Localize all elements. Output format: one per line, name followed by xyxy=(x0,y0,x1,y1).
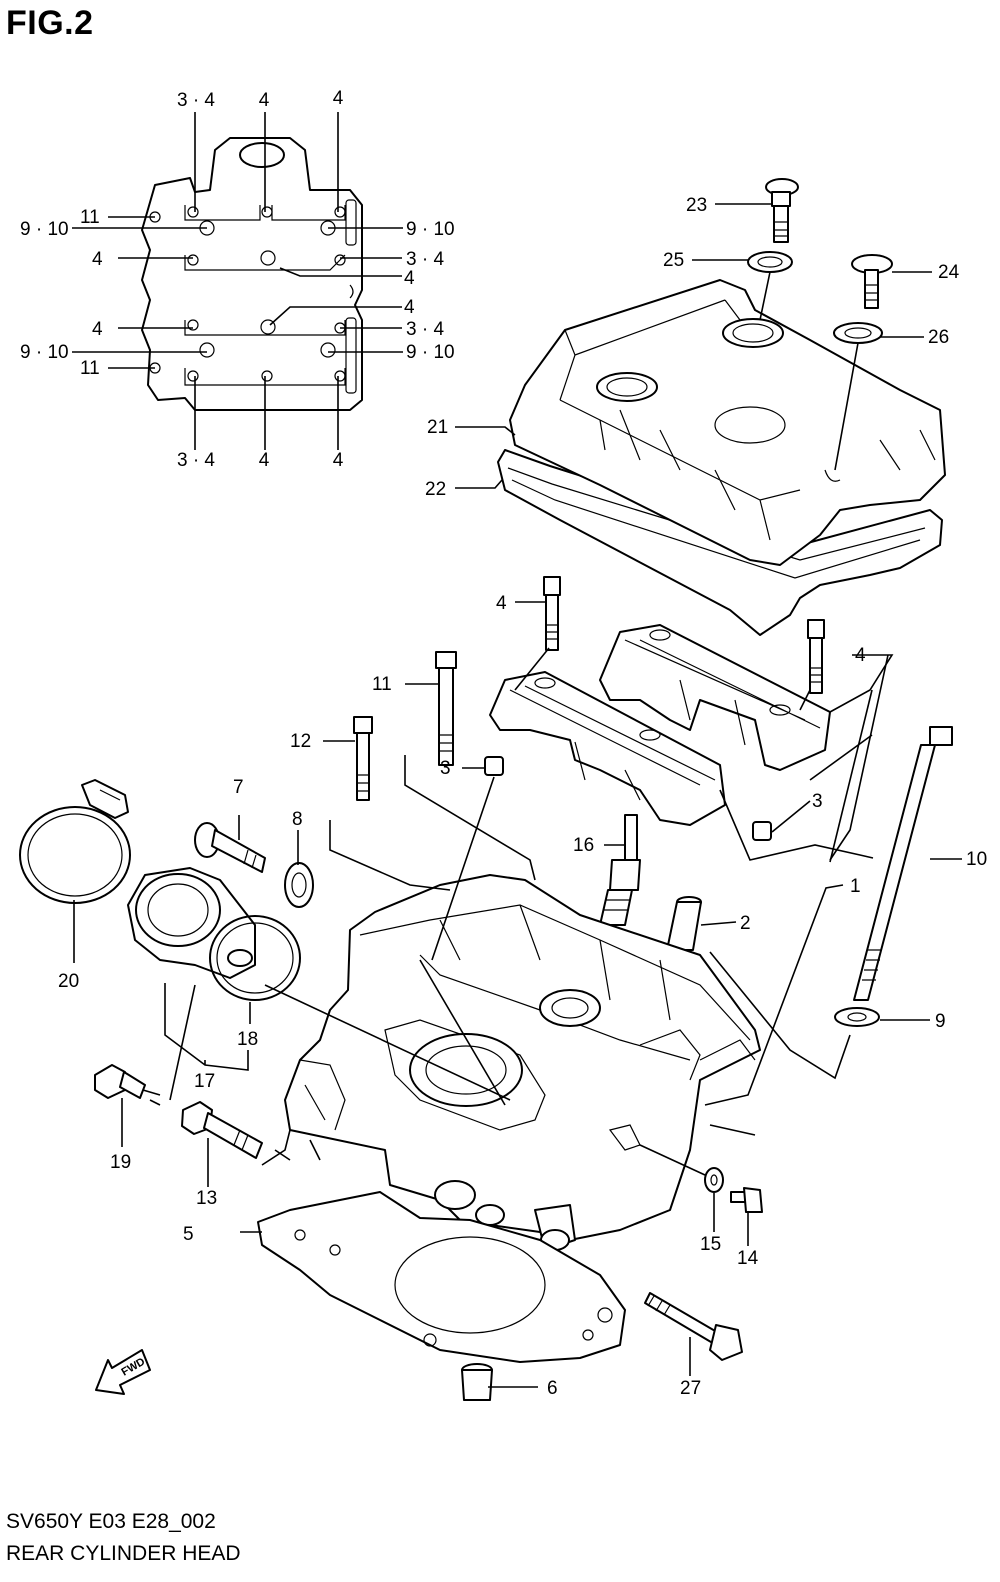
bolt-14 xyxy=(730,1187,763,1213)
inset-label-right-2: 3 · 4 xyxy=(406,249,444,270)
callout-16: 16 xyxy=(573,835,594,856)
inset-label-top-left: 3 · 4 xyxy=(177,90,215,111)
inset-label-left-6: 11 xyxy=(80,358,100,379)
callout-4-left: 4 xyxy=(496,593,507,614)
callout-19: 19 xyxy=(110,1152,131,1173)
cylinder-head xyxy=(284,874,761,1251)
spark-plug-16 xyxy=(599,814,641,926)
inset-label-left-5: 9 · 10 xyxy=(20,342,69,363)
camshaft-holder-bolt-left xyxy=(543,576,561,651)
bolt-13 xyxy=(181,1101,263,1159)
callout-18: 18 xyxy=(237,1029,258,1050)
long-bolt-11 xyxy=(435,651,457,766)
inset-label-right-1: 9 · 10 xyxy=(406,219,455,240)
callout-numbers: 23 25 24 26 21 22 4 4 11 12 3 3 7 8 16 1… xyxy=(58,195,987,1399)
bolt-tightening-inset: 3 · 4 4 4 11 9 · 10 4 4 9 · 10 11 9 · 10… xyxy=(20,88,455,471)
inset-label-right-4: 4 xyxy=(404,297,415,318)
inset-label-right-5: 3 · 4 xyxy=(406,319,444,340)
callout-26: 26 xyxy=(928,327,949,348)
seal-8 xyxy=(284,862,314,908)
figure-title: FIG.2 xyxy=(6,4,94,42)
dowel-pin-left xyxy=(484,756,504,776)
callout-13: 13 xyxy=(196,1188,217,1209)
inset-label-left-2: 9 · 10 xyxy=(20,219,69,240)
callout-1: 1 xyxy=(850,876,861,897)
dowel-pin-right xyxy=(752,821,772,841)
callout-9: 9 xyxy=(935,1011,946,1032)
inset-label-top-mid: 4 xyxy=(259,90,270,111)
clamp-20 xyxy=(19,779,131,904)
callout-2: 2 xyxy=(740,913,751,934)
camshaft-holder-lower xyxy=(489,671,726,826)
bolt-7 xyxy=(194,822,266,873)
callout-11: 11 xyxy=(372,674,392,695)
inset-label-bottom-right: 4 xyxy=(333,450,344,471)
washer-9 xyxy=(834,1007,880,1027)
cylinder-head-cover xyxy=(509,279,946,566)
callout-22: 22 xyxy=(425,479,446,500)
inset-label-left-3: 4 xyxy=(92,249,103,270)
cylinder-head-gasket xyxy=(257,1191,626,1363)
inset-label-bottom-left: 3 · 4 xyxy=(177,450,215,471)
washer-15 xyxy=(704,1167,724,1193)
bolt-12 xyxy=(353,716,373,801)
cover-seal-25 xyxy=(747,251,793,273)
callout-5: 5 xyxy=(183,1224,194,1245)
callout-14: 14 xyxy=(737,1248,759,1269)
callout-21: 21 xyxy=(427,417,448,438)
callout-27: 27 xyxy=(680,1378,701,1399)
callout-23: 23 xyxy=(686,195,707,216)
callout-4-right: 4 xyxy=(855,645,866,666)
inset-label-left-4: 4 xyxy=(92,319,103,340)
inset-label-right-6: 9 · 10 xyxy=(406,342,455,363)
cover-bolt-24 xyxy=(851,254,893,309)
bolt-19 xyxy=(94,1064,146,1099)
callout-17: 17 xyxy=(194,1071,215,1092)
cover-bolt-23 xyxy=(765,178,799,243)
callout-6: 6 xyxy=(547,1378,558,1399)
cover-seal-26 xyxy=(833,322,883,344)
inset-label-top-right: 4 xyxy=(333,88,344,109)
inset-label-bottom-mid: 4 xyxy=(259,450,270,471)
callout-20: 20 xyxy=(58,971,79,992)
o-ring-18 xyxy=(209,915,301,1001)
callout-10: 10 xyxy=(966,849,987,870)
long-bolt-10 xyxy=(853,726,953,1001)
callout-leaders xyxy=(73,203,962,1388)
callout-15: 15 xyxy=(700,1234,721,1255)
stud-bolt-27 xyxy=(644,1292,743,1361)
callout-25: 25 xyxy=(663,250,684,271)
callout-12: 12 xyxy=(290,731,311,752)
inset-label-right-3: 4 xyxy=(404,268,415,289)
callout-3-left: 3 xyxy=(440,758,451,779)
callout-8: 8 xyxy=(292,809,303,830)
callout-3-right: 3 xyxy=(812,791,823,812)
intake-pipe-17 xyxy=(127,867,256,979)
valve-lifter-2 xyxy=(666,896,702,951)
camshaft-holder-bolt-right xyxy=(807,619,825,694)
model-code: SV650Y E03 E28_002 xyxy=(6,1510,216,1533)
assembly-name: REAR CYLINDER HEAD xyxy=(6,1542,241,1565)
inset-label-left-1: 11 xyxy=(80,207,100,228)
dowel-pin-6 xyxy=(461,1363,493,1401)
forward-direction-arrow: FWD xyxy=(95,1349,151,1395)
callout-24: 24 xyxy=(938,262,960,283)
callout-7: 7 xyxy=(233,777,244,798)
camshaft-holder-upper xyxy=(599,624,831,771)
